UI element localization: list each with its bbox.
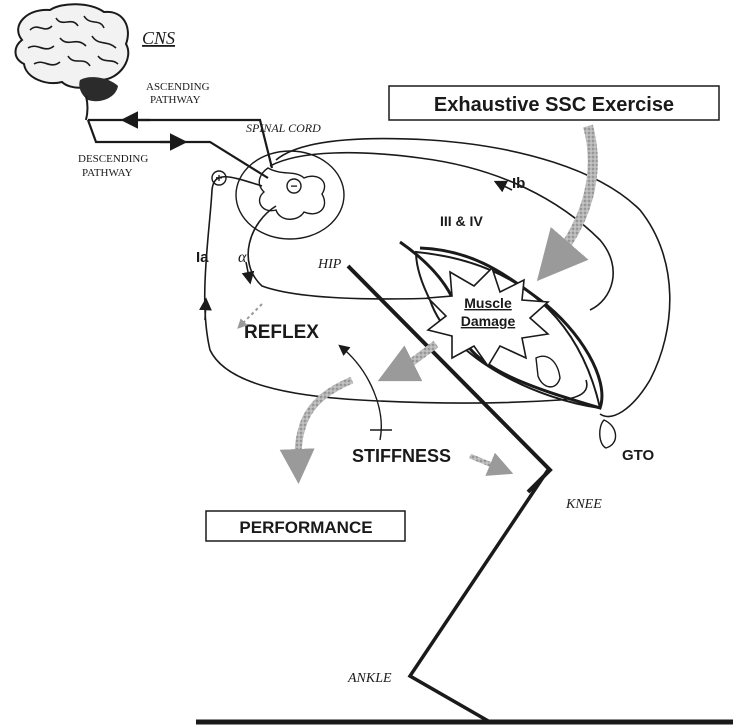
- ia-label: Ia: [196, 249, 209, 266]
- exercise-arrow: [550, 126, 593, 266]
- damage-to-reflex-arrow: [392, 344, 436, 374]
- spinal-cord-section: [236, 151, 344, 239]
- iii-iv-label: III & IV: [440, 213, 483, 229]
- cns-label: CNS: [142, 28, 175, 48]
- ascending-label-line2: PATHWAY: [150, 94, 201, 106]
- svg-text:−: −: [290, 179, 297, 193]
- ib-afferent-loop: [276, 139, 670, 417]
- hip-label: HIP: [317, 257, 342, 272]
- gto-label: GTO: [622, 447, 655, 464]
- muscle-damage-burst: Muscle Damage: [428, 268, 548, 366]
- spinal-cord-label: SPINAL CORD: [246, 121, 321, 135]
- stiffness-label: STIFFNESS: [352, 446, 451, 466]
- descending-label-line1: DESCENDING: [78, 153, 148, 165]
- ib-label: Ib: [512, 175, 525, 192]
- reflex-label: REFLEX: [244, 322, 319, 343]
- exercise-box: Exhaustive SSC Exercise: [389, 86, 719, 120]
- knee-label: KNEE: [565, 497, 602, 512]
- gto-shape: [536, 356, 560, 387]
- ankle-label: ANKLE: [347, 671, 392, 686]
- performance-label: PERFORMANCE: [239, 518, 372, 537]
- brain-icon: [16, 4, 129, 120]
- shank-segment: [410, 470, 548, 722]
- muscle-damage-line2: Damage: [461, 313, 516, 329]
- reflex-to-performance-arrow: [298, 380, 352, 470]
- alpha-label: α: [238, 249, 247, 266]
- muscle-damage-line1: Muscle: [464, 295, 512, 311]
- ascending-label-line1: ASCENDING: [146, 81, 210, 93]
- minus-symbol: −: [287, 179, 301, 193]
- exercise-label: Exhaustive SSC Exercise: [434, 94, 674, 116]
- stiffness-to-knee-arrow: [470, 456, 504, 470]
- patella-shape: [600, 420, 616, 448]
- descending-label-line2: PATHWAY: [82, 167, 133, 179]
- performance-box: PERFORMANCE: [206, 511, 405, 541]
- reflex-stiffness-arrow: [340, 346, 381, 440]
